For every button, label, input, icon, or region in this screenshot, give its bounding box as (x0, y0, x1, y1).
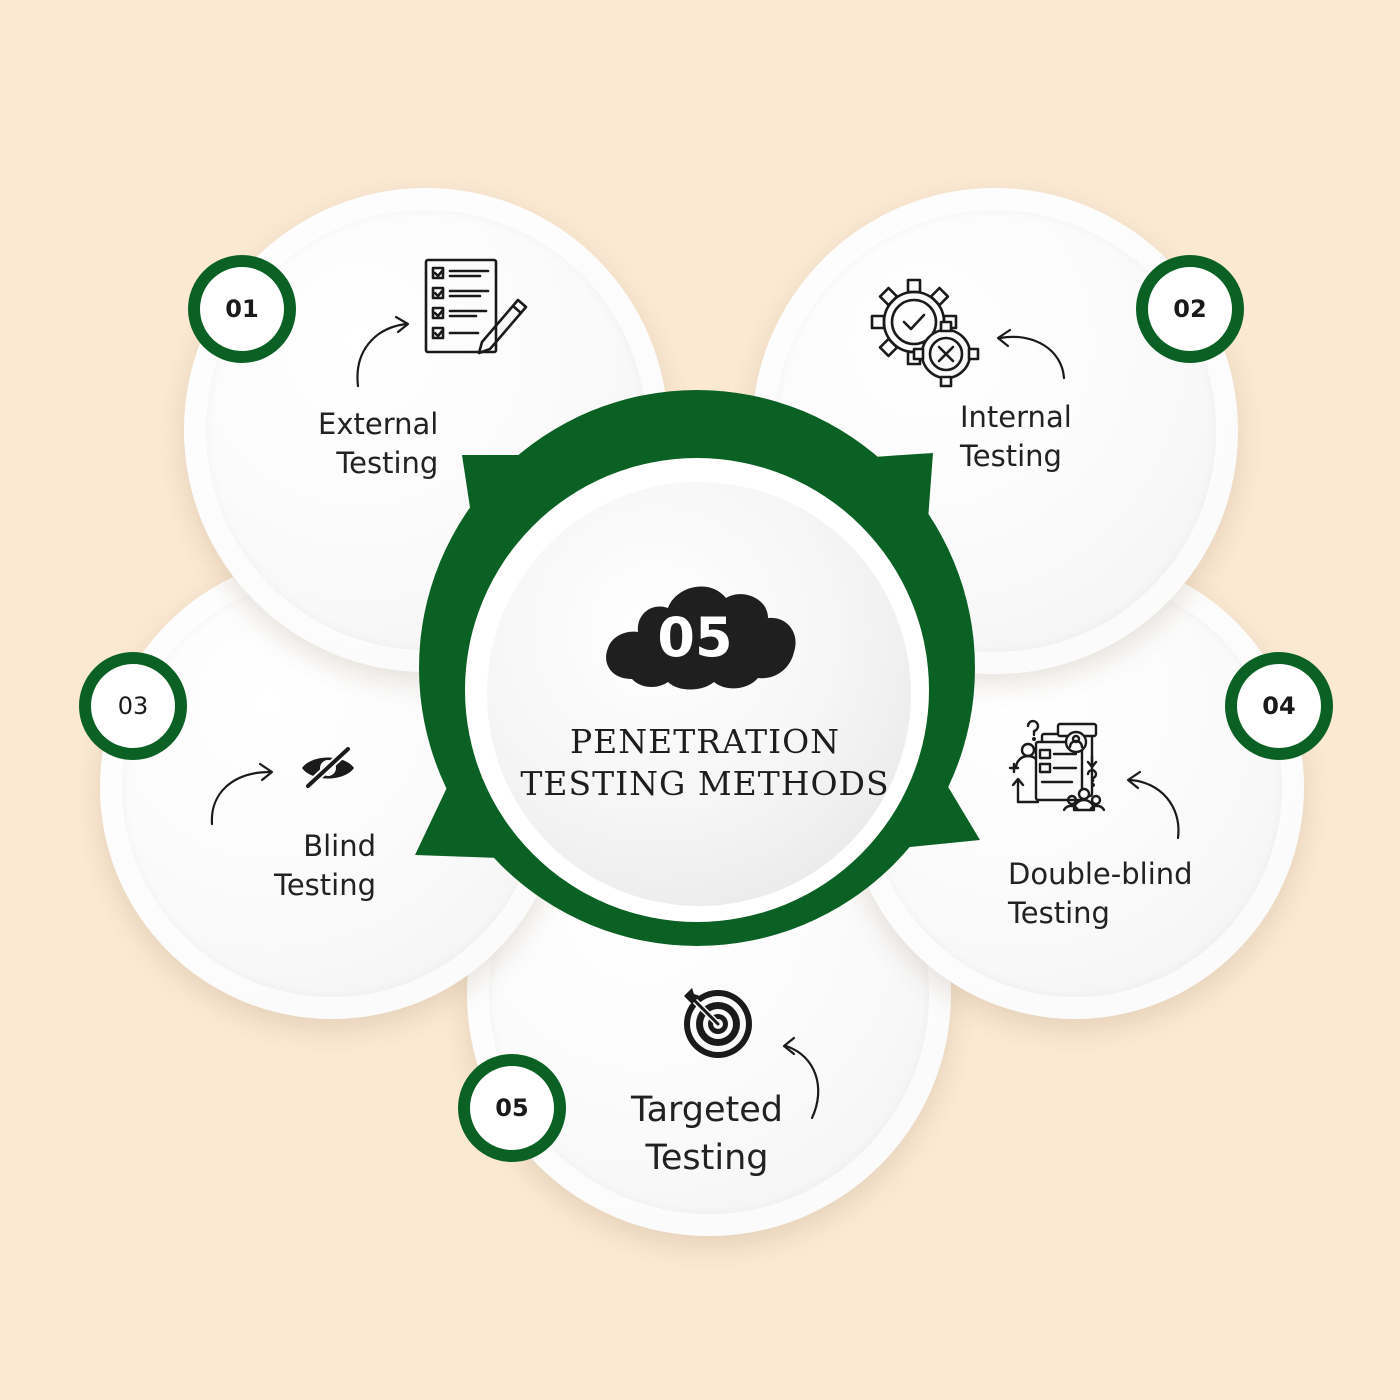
eye-off-icon (302, 746, 354, 789)
item-1-label-line2: Testing (336, 446, 439, 480)
item-3-arrow-icon (210, 762, 274, 826)
item-1-label-line1: External (318, 407, 439, 441)
method-count: 05 (657, 606, 733, 669)
item-4-arrow-icon (1126, 770, 1180, 840)
item-3-label-line1: Blind (303, 829, 376, 863)
item-4-label-line2: Testing (1008, 896, 1110, 930)
item-3-number-badge: 03 (79, 652, 187, 760)
item-1-number-badge: 01 (188, 255, 296, 363)
item-5-label-line1: Targeted (630, 1090, 784, 1130)
team-analysis-icon (1008, 719, 1106, 812)
gears-icon (870, 278, 980, 388)
item-4-label-line1: Double-blind (1008, 857, 1193, 891)
item-2-arrow-icon (996, 328, 1066, 380)
item-4-label: Double-blind Testing (1008, 855, 1193, 933)
item-2-label: Internal Testing (960, 398, 1072, 476)
item-3-label-line2: Testing (274, 868, 376, 902)
center-title-line1: PENETRATION (569, 722, 841, 761)
item-1-label: External Testing (318, 405, 438, 483)
item-5-arrow-icon (782, 1036, 820, 1120)
target-icon (684, 988, 752, 1058)
item-2-number-badge: 02 (1136, 255, 1244, 363)
checklist-icon (424, 258, 528, 355)
cloud-shape (606, 586, 796, 690)
item-5-label: Targeted Testing (624, 1086, 790, 1182)
item-5-label-line2: Testing (645, 1138, 769, 1178)
item-3-label: Blind Testing (266, 827, 376, 905)
item-1-arrow-icon (356, 315, 410, 388)
center-title-line2: TESTING METHODS (520, 764, 890, 803)
item-4-number-badge: 04 (1225, 652, 1333, 760)
item-2-label-line1: Internal (960, 400, 1072, 434)
item-5-number-badge: 05 (458, 1054, 566, 1162)
item-2-label-line2: Testing (960, 439, 1062, 473)
